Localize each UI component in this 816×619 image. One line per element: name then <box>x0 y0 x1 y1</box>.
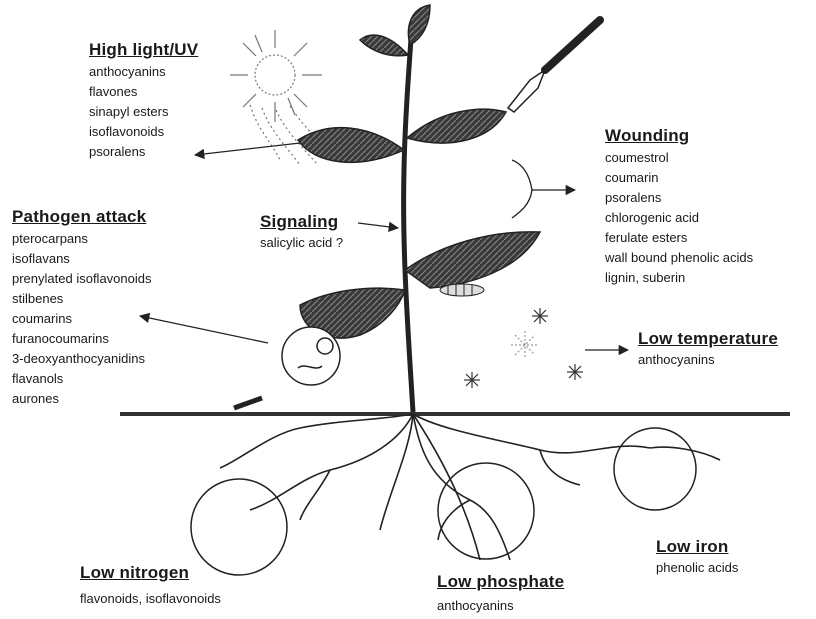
list-item: ferulate esters <box>605 228 753 248</box>
pathogen-attack-block: Pathogen attack pterocarpans isoflavans … <box>12 207 151 409</box>
signaling-text: salicylic acid ? <box>260 235 343 250</box>
low-phosphate-text: anthocyanins <box>437 598 564 613</box>
wounding-title: Wounding <box>605 126 753 146</box>
low-phosphate-title: Low phosphate <box>437 572 564 592</box>
wounding-block: Wounding coumestrol coumarin psoralens c… <box>605 126 753 288</box>
caterpillar-icon <box>440 284 484 296</box>
list-item: pterocarpans <box>12 229 151 249</box>
list-item: stilbenes <box>12 289 151 309</box>
low-temperature-block: Low temperature anthocyanins <box>638 329 778 367</box>
list-item: sinapyl esters <box>89 102 198 122</box>
list-item: coumarin <box>605 168 753 188</box>
list-item: isoflavans <box>12 249 151 269</box>
wounding-list: coumestrol coumarin psoralens chlorogeni… <box>605 148 753 288</box>
low-temperature-text: anthocyanins <box>638 352 778 367</box>
root-magnifiers <box>191 428 696 575</box>
signaling-block: Signaling salicylic acid ? <box>260 212 343 250</box>
list-item: anthocyanins <box>89 62 198 82</box>
list-item: isoflavonoids <box>89 122 198 142</box>
list-item: wall bound phenolic acids <box>605 248 753 268</box>
roots <box>220 414 720 560</box>
list-item: furanocoumarins <box>12 329 151 349</box>
low-iron-text: phenolic acids <box>656 560 738 575</box>
list-item: psoralens <box>89 142 198 162</box>
low-nitrogen-block: Low nitrogen flavonoids, isoflavonoids <box>80 563 221 606</box>
low-iron-title: Low iron <box>656 537 738 557</box>
list-item: coumestrol <box>605 148 753 168</box>
high-light-uv-block: High light/UV anthocyanins flavones sina… <box>89 40 198 162</box>
low-temperature-title: Low temperature <box>638 329 778 349</box>
low-phosphate-block: Low phosphate anthocyanins <box>437 572 564 613</box>
leaves <box>298 5 540 338</box>
high-light-uv-list: anthocyanins flavones sinapyl esters iso… <box>89 62 198 162</box>
list-item: lignin, suberin <box>605 268 753 288</box>
low-iron-block: Low iron phenolic acids <box>656 537 738 575</box>
list-item: aurones <box>12 389 151 409</box>
high-light-uv-title: High light/UV <box>89 40 198 60</box>
list-item: coumarins <box>12 309 151 329</box>
blade-icon <box>508 20 600 112</box>
pathogen-attack-list: pterocarpans isoflavans prenylated isofl… <box>12 229 151 409</box>
list-item: prenylated isoflavonoids <box>12 269 151 289</box>
stem <box>404 22 413 412</box>
list-item: 3-deoxyanthocyanidins <box>12 349 151 369</box>
list-item: flavones <box>89 82 198 102</box>
list-item: chlorogenic acid <box>605 208 753 228</box>
snowflake-icon <box>464 308 583 388</box>
low-nitrogen-title: Low nitrogen <box>80 563 221 583</box>
list-item: psoralens <box>605 188 753 208</box>
list-item: flavanols <box>12 369 151 389</box>
low-nitrogen-text: flavonoids, isoflavonoids <box>80 591 221 606</box>
signaling-title: Signaling <box>260 212 343 232</box>
pathogen-attack-title: Pathogen attack <box>12 207 151 227</box>
